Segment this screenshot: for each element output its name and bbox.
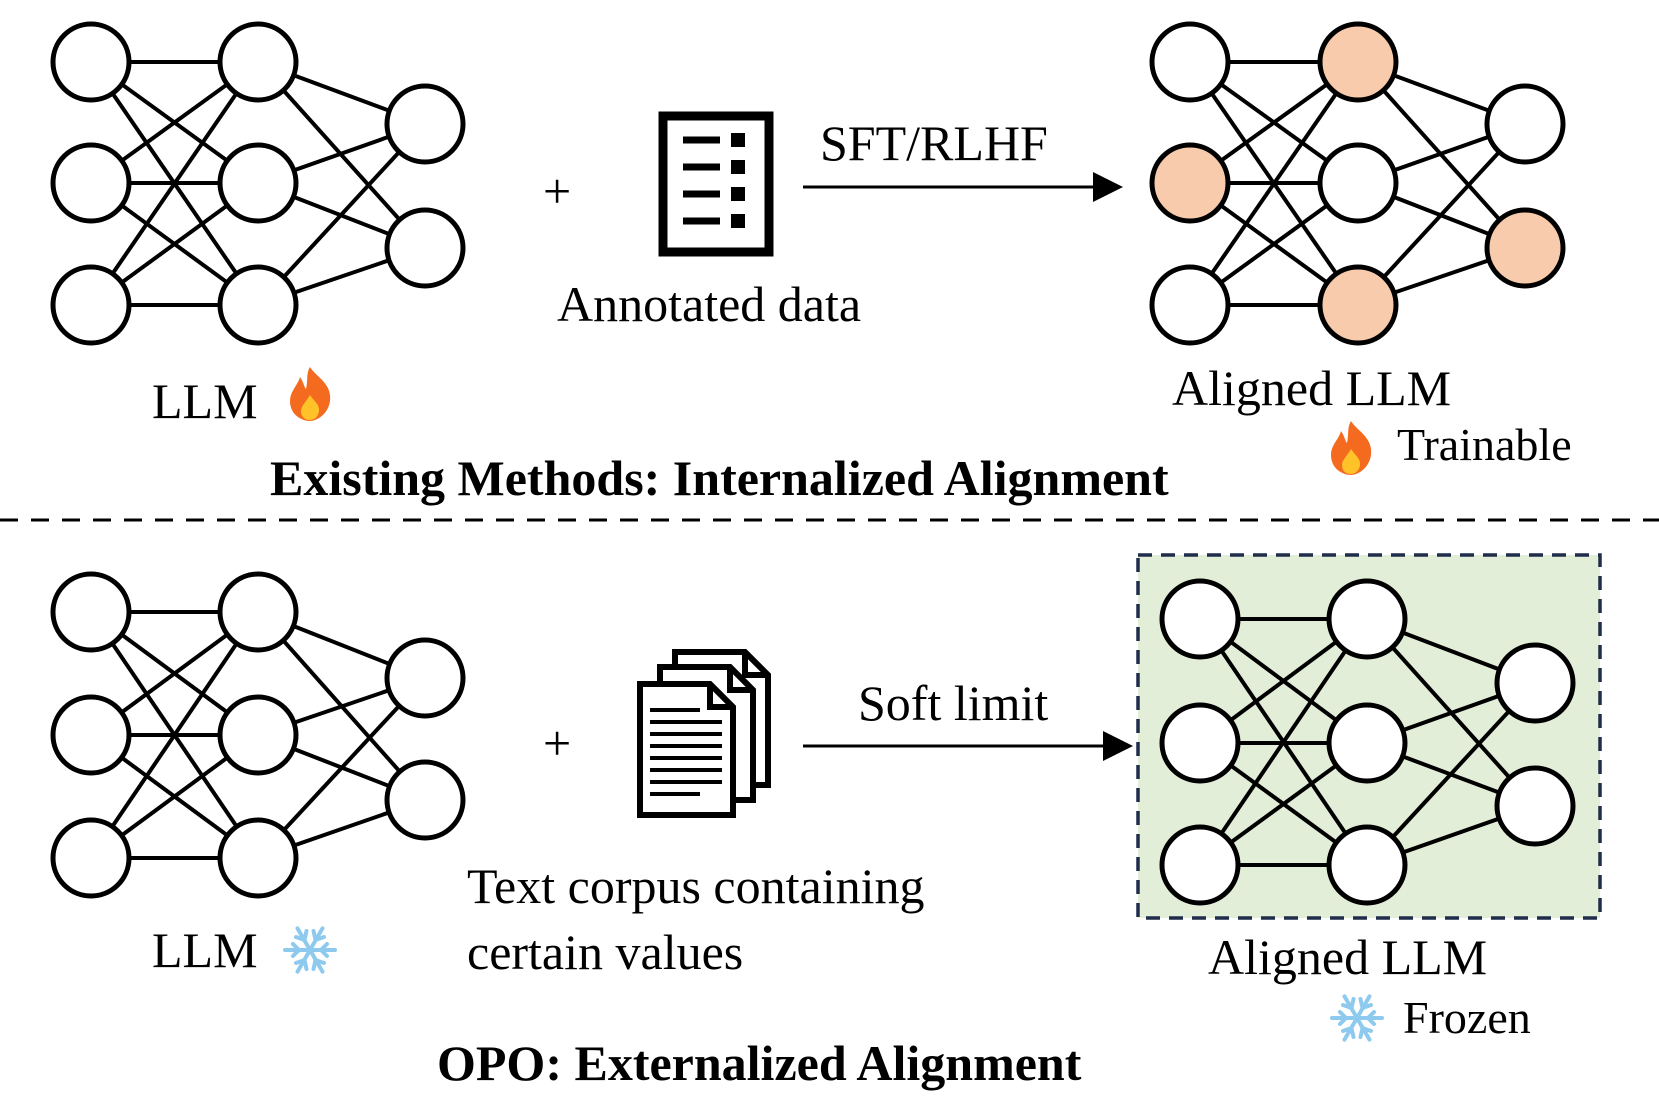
soft-limit-arrow-label: Soft limit [858, 675, 1048, 731]
network-node [384, 637, 466, 719]
network-node [1494, 642, 1576, 724]
bottom-section-title: OPO: Externalized Alignment [437, 1035, 1082, 1091]
network-edge [89, 610, 260, 860]
trainable-fire-icon [1331, 421, 1372, 475]
network-node [1326, 702, 1408, 784]
bottom-left-llm-label: LLM [152, 922, 258, 978]
network-node [50, 694, 132, 776]
documents-stack-icon [637, 649, 771, 818]
network-node [1326, 578, 1408, 660]
network-node [1159, 578, 1241, 660]
top-plus-sign: + [543, 163, 571, 219]
network-node [1159, 824, 1241, 906]
network-node [50, 21, 132, 103]
bottom-plus-sign: + [543, 715, 571, 771]
frozen-legend-label: Frozen [1403, 992, 1531, 1043]
snowflake-icon [283, 926, 337, 974]
top-left-llm-network [50, 21, 466, 346]
document-list-icon [658, 111, 774, 257]
fire-icon [290, 367, 331, 421]
network-node [1149, 264, 1231, 346]
network-node [217, 21, 299, 103]
network-node [384, 207, 466, 289]
network-node-updated [1317, 264, 1399, 346]
network-node [217, 142, 299, 224]
network-node [1317, 142, 1399, 224]
network-node [1484, 83, 1566, 165]
network-node [217, 571, 299, 653]
corpus-label-line1: Text corpus containing [467, 858, 925, 914]
network-node [217, 694, 299, 776]
frozen-snowflake-icon [1330, 994, 1384, 1042]
network-edge [1365, 681, 1537, 867]
network-node-updated [1149, 142, 1231, 224]
network-node [50, 817, 132, 899]
network-edge [1356, 122, 1527, 307]
network-node [217, 817, 299, 899]
network-node [50, 264, 132, 346]
network-edge [1188, 60, 1360, 307]
network-edge [256, 676, 427, 860]
corpus-label-line2: certain values [467, 924, 743, 980]
network-node-updated [1484, 207, 1566, 289]
network-edge [89, 60, 260, 307]
annotated-data-label: Annotated data [557, 276, 861, 332]
network-node [384, 759, 466, 841]
network-edge [1198, 617, 1369, 867]
trainable-legend-label: Trainable [1397, 419, 1572, 470]
network-node-updated [1317, 21, 1399, 103]
top-aligned-llm-network [1149, 21, 1566, 346]
top-section-title: Existing Methods: Internalized Alignment [270, 450, 1169, 506]
network-edge [256, 122, 427, 307]
network-node [1149, 21, 1231, 103]
sft-rlhf-arrow-label: SFT/RLHF [820, 115, 1048, 171]
network-node [1326, 824, 1408, 906]
top-left-llm-label: LLM [152, 373, 258, 429]
network-node [50, 571, 132, 653]
bottom-aligned-llm-network [1159, 578, 1576, 906]
network-node [384, 83, 466, 165]
network-node [1494, 765, 1576, 847]
network-node [1159, 702, 1241, 784]
network-node [50, 142, 132, 224]
bottom-left-llm-network [50, 571, 466, 899]
top-aligned-llm-label: Aligned LLM [1172, 360, 1451, 416]
bottom-aligned-llm-label: Aligned LLM [1208, 929, 1487, 985]
network-node [217, 264, 299, 346]
